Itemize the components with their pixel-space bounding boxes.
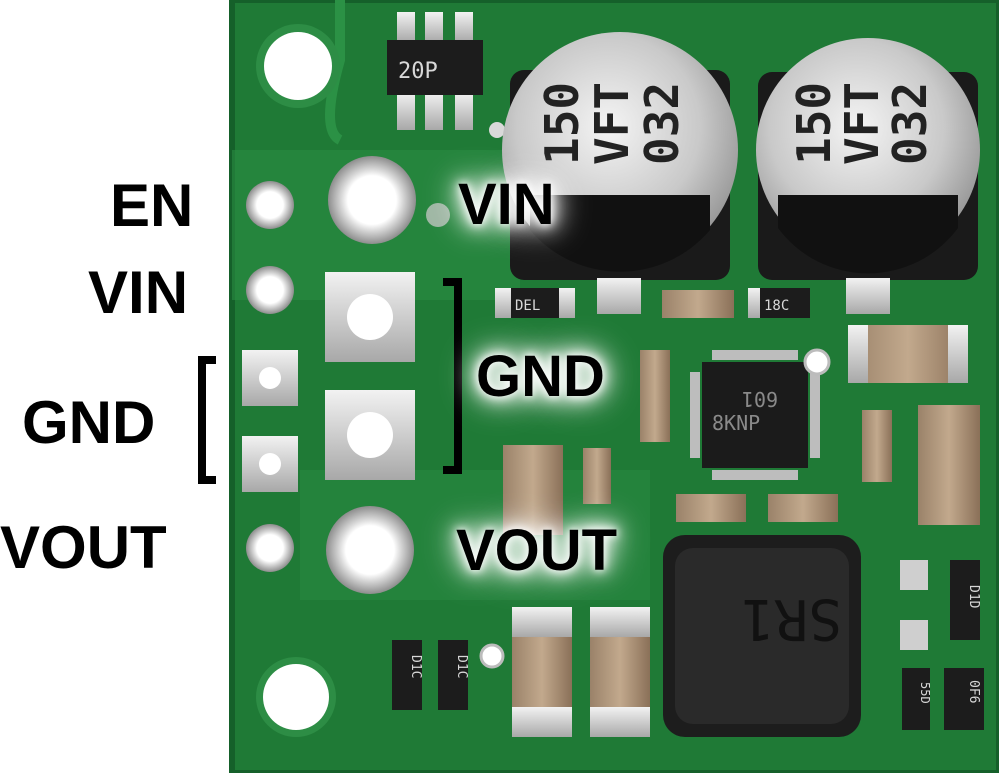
- resistor-f: [902, 668, 930, 730]
- ic-top-pin: [425, 12, 443, 42]
- ceramic-cap-large-end: [948, 325, 968, 383]
- ceramic-cap-bottom-end: [512, 607, 572, 637]
- ceramic-cap-large-end: [848, 325, 868, 383]
- resistor-g-marking: 0F6: [966, 680, 981, 703]
- ceramic-cap-tiny: [900, 620, 928, 650]
- ceramic-cap-bottom-end: [590, 707, 650, 737]
- ic-main-marking-2: 8KNP: [712, 411, 760, 435]
- resistor-f-marking: 55D: [918, 682, 932, 704]
- ceramic-cap-pair: [676, 494, 746, 522]
- resistor-a-end: [495, 288, 511, 318]
- resistor-e: [950, 560, 980, 640]
- terminal-vout-hole: [347, 527, 393, 573]
- ic-top-pin: [455, 12, 473, 42]
- ceramic-cap-tiny: [900, 560, 928, 590]
- ceramic-cap: [662, 290, 734, 318]
- ic-main-pads-right: [810, 372, 820, 458]
- terminal-vin-hole: [349, 177, 395, 223]
- inductor: [663, 535, 861, 737]
- pin-vin-hole: [259, 279, 281, 301]
- via: [479, 643, 505, 669]
- ceramic-cap-medium: [503, 445, 563, 535]
- cap1-marking-2: VFT: [585, 82, 639, 165]
- resistor-a-marking: DEL: [515, 298, 540, 314]
- gnd-bracket-left: [198, 356, 216, 484]
- resistor-d-marking: D1C: [454, 655, 469, 678]
- ic-top-marking: 20P: [398, 59, 438, 84]
- pin-gnd2-hole: [259, 453, 281, 475]
- ceramic-cap-vertical: [918, 405, 980, 525]
- ic-main-marking-1: 601: [742, 387, 778, 411]
- ic-top-pin: [397, 12, 415, 42]
- resistor-b-marking: 18C: [764, 298, 789, 314]
- cap2-marking-3: 032: [883, 82, 937, 165]
- capacitor-1: [502, 32, 738, 280]
- pin-label-vout: VOUT: [0, 514, 167, 581]
- mounting-hole-top-drill: [264, 32, 332, 100]
- mounting-hole-bottom-drill: [263, 664, 329, 730]
- via: [803, 348, 831, 376]
- pin-header: [242, 181, 298, 572]
- terminal-pads: [325, 156, 416, 594]
- resistor-e-marking: D1D: [966, 585, 981, 609]
- terminal-gnd2-hole: [347, 412, 393, 458]
- resistor-a-end: [559, 288, 575, 318]
- ic-top: [387, 12, 483, 130]
- ceramic-cap-pair: [768, 494, 838, 522]
- cap1-polarity-band: [530, 195, 710, 272]
- resistor-d: [438, 640, 468, 710]
- ic-main-body: [702, 362, 808, 468]
- pin-en-hole: [259, 194, 281, 216]
- ceramic-cap-bottom-end: [590, 607, 650, 637]
- pin-vout-hole: [259, 537, 281, 559]
- resistor-c-marking: D1C: [408, 655, 423, 678]
- board-label-vout: VOUT: [456, 518, 618, 583]
- capacitor-2: [756, 38, 980, 280]
- ic-main-pads-left: [690, 372, 700, 458]
- ceramic-cap-bottom-end: [512, 707, 572, 737]
- via: [426, 203, 450, 227]
- cap2-lead: [846, 278, 890, 314]
- inductor-top: [675, 548, 849, 724]
- ceramic-cap-small: [640, 350, 670, 442]
- pin-gnd1-hole: [259, 367, 281, 389]
- ic-top-pin: [425, 92, 443, 130]
- cap1-marking-1: 150: [535, 82, 589, 165]
- cap2-marking-1: 150: [787, 82, 841, 165]
- gnd-bracket-right: [443, 278, 462, 474]
- ceramic-cap-medium: [583, 448, 611, 504]
- smd-row-top: [495, 288, 810, 318]
- via: [489, 122, 505, 138]
- ic-top-body: [387, 40, 483, 95]
- board-label-vin: VIN: [458, 172, 555, 237]
- terminal-gnd1-hole: [347, 294, 393, 340]
- cap1-lead: [597, 278, 641, 314]
- pin-label-gnd: GND: [22, 389, 156, 456]
- cap2-marking-2: VFT: [835, 82, 889, 165]
- resistor-c: [392, 640, 422, 710]
- pin-label-vin: VIN: [88, 259, 189, 326]
- ic-main: [690, 350, 820, 480]
- pin-label-en: EN: [110, 172, 194, 239]
- ic-top-pin: [397, 92, 415, 130]
- cap1-marking-3: 032: [635, 82, 689, 165]
- ic-top-pin: [455, 92, 473, 130]
- ic-main-pads-bottom: [712, 470, 798, 480]
- inductor-marking: SR1: [741, 586, 842, 651]
- board-label-gnd: GND: [476, 344, 605, 409]
- ic-main-pads-top: [712, 350, 798, 360]
- ceramic-cap-small: [862, 410, 892, 482]
- resistor-b-end: [748, 288, 760, 318]
- cap2-polarity-band: [778, 195, 958, 274]
- resistor-g: [944, 668, 984, 730]
